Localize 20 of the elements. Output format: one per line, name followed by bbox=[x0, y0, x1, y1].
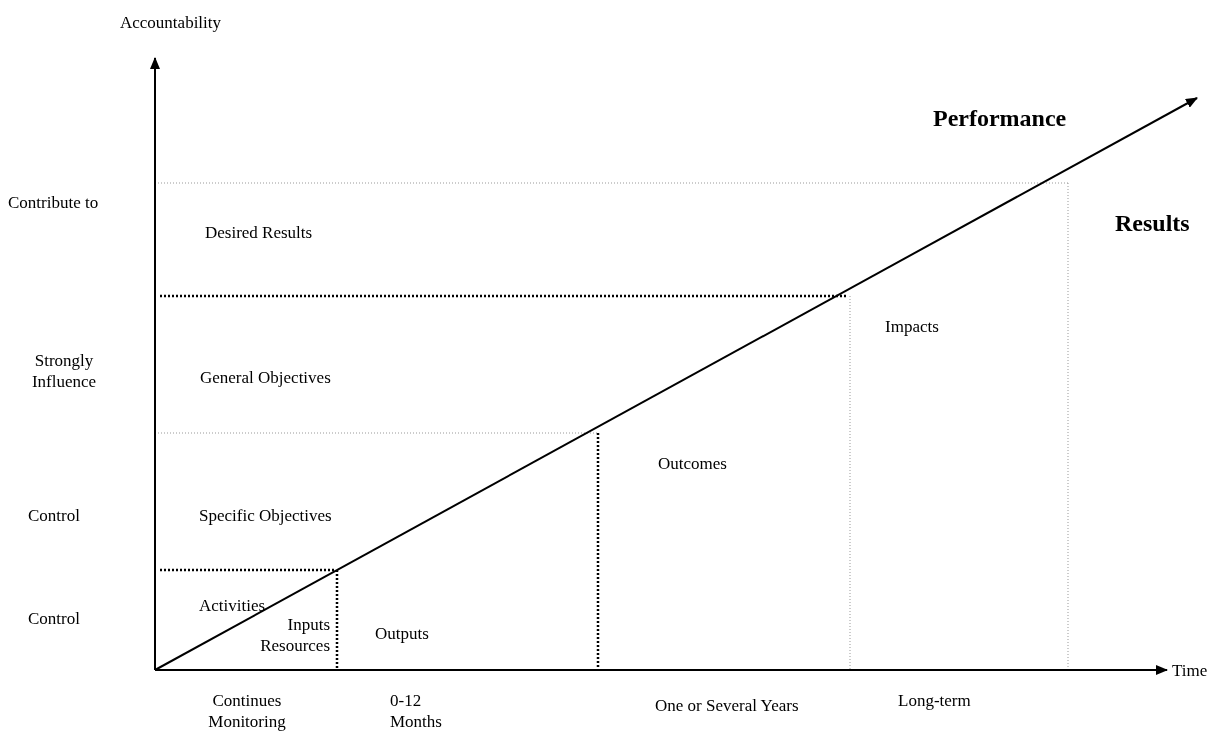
zone-label: Outcomes bbox=[658, 453, 727, 474]
time-label: One or Several Years bbox=[655, 695, 799, 716]
zone-label: Impacts bbox=[885, 316, 939, 337]
trend-label: Performance bbox=[933, 104, 1067, 132]
zone-label: Specific Objectives bbox=[199, 505, 332, 526]
zone-label: Desired Results bbox=[205, 222, 313, 243]
trend-label: Results bbox=[1115, 209, 1190, 237]
time-label: 0-12 Months bbox=[390, 690, 443, 732]
zone-label: Activities bbox=[199, 595, 266, 616]
axis-level-label: Control bbox=[28, 505, 80, 526]
axis-level-label: Strongly Influence bbox=[30, 350, 98, 392]
time-label: Continues Monitoring bbox=[207, 690, 287, 732]
zone-label: General Objectives bbox=[200, 367, 331, 388]
zone-label: Inputs Resources bbox=[259, 614, 330, 656]
axis-level-label: Control bbox=[28, 608, 80, 629]
zone-label: Outputs bbox=[375, 623, 429, 644]
axis-title: Accountability bbox=[120, 12, 222, 33]
axis-title: Time bbox=[1172, 660, 1208, 681]
time-label: Long-term bbox=[898, 690, 971, 711]
axis-level-label: Contribute to bbox=[8, 192, 99, 213]
